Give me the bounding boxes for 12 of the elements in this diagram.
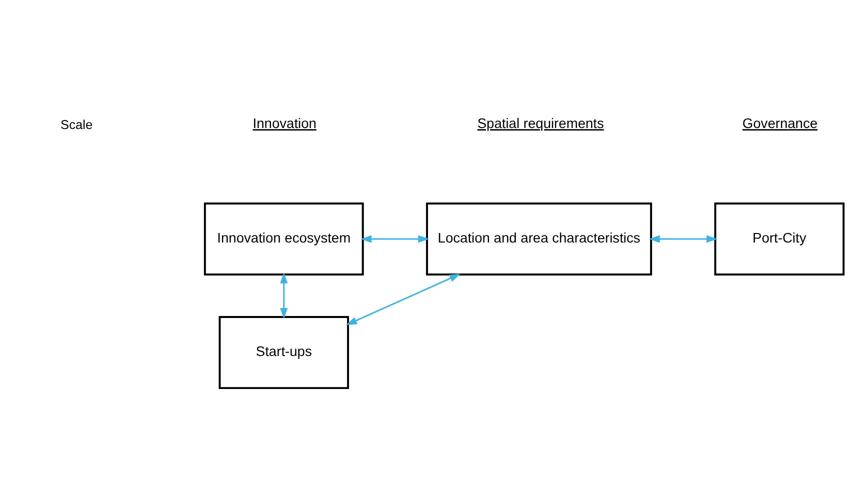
arrow (346, 274, 460, 326)
node-box: Location and area characteristics (426, 202, 652, 276)
label: Spatial requirements (477, 115, 604, 132)
label: Governance (742, 115, 818, 132)
label: Scale (60, 116, 93, 132)
label: Innovation (252, 115, 316, 132)
arrow (360, 235, 430, 243)
node-box: Port-City (714, 202, 845, 276)
node-box: Start-ups (218, 316, 350, 390)
node-box: Innovation ecosystem (204, 202, 364, 276)
arrow (648, 235, 718, 243)
arrow (280, 272, 288, 319)
